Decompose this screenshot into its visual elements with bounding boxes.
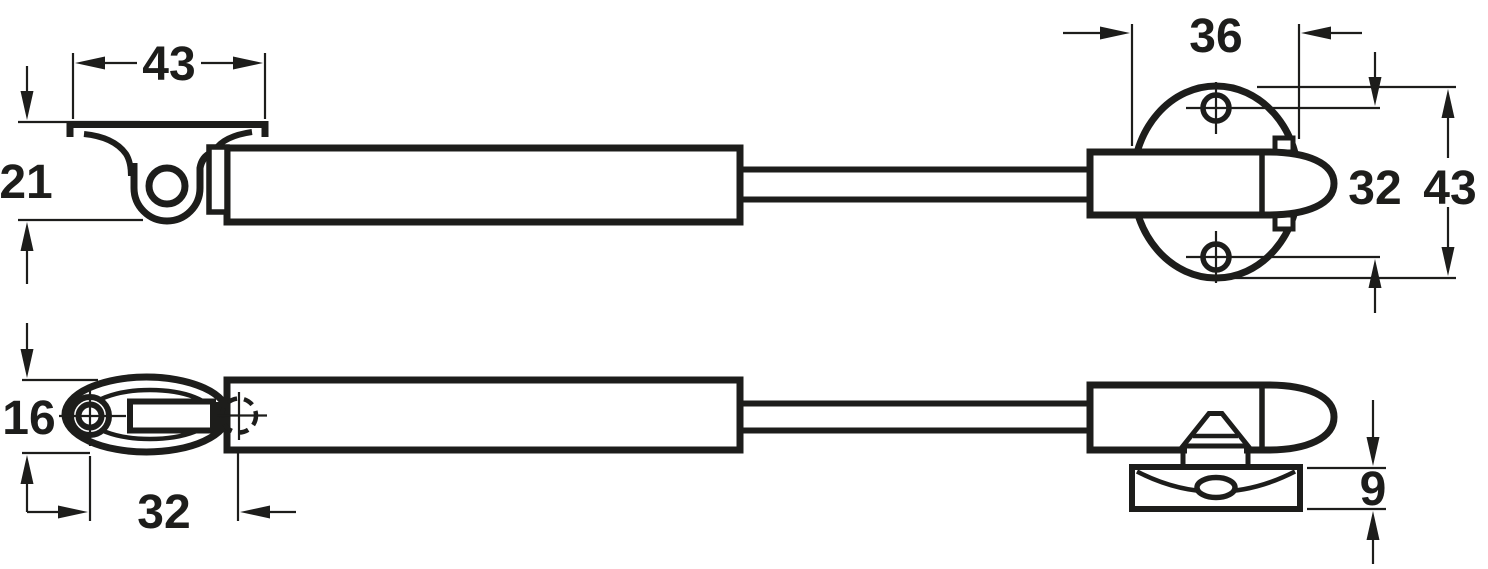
dim-hole-spacing: 32 bbox=[1186, 52, 1402, 313]
extension-lines bbox=[1232, 85, 1456, 280]
dim-label-hole-spacing: 32 bbox=[1348, 162, 1401, 215]
arrowhead-down bbox=[20, 349, 34, 378]
top-view: 43 21 36 32 bbox=[0, 10, 1477, 313]
hole-centerlines-horizontal bbox=[1186, 106, 1380, 259]
arrowhead-up bbox=[1366, 511, 1380, 540]
dim-eyelet-diameter: 16 bbox=[2, 323, 98, 512]
dim-label-bracket-depth: 21 bbox=[0, 156, 53, 209]
dim-label-base-plate-height: 9 bbox=[1360, 463, 1387, 516]
bracket-funnel-left bbox=[83, 131, 134, 177]
dim-label-plate-width: 36 bbox=[1189, 10, 1242, 63]
cylinder-body-bottom bbox=[223, 376, 744, 454]
end-fitting-top bbox=[1086, 148, 1338, 219]
arrowhead-left bbox=[1301, 26, 1331, 40]
clip-fitting-assembly bbox=[1086, 381, 1338, 512]
arrowhead-down bbox=[1368, 77, 1382, 106]
bottom-view: 16 32 9 bbox=[2, 323, 1386, 564]
arrowhead-up bbox=[20, 222, 34, 251]
dim-label-bracket-width: 43 bbox=[142, 38, 195, 91]
dim-label-plate-height: 43 bbox=[1423, 162, 1476, 215]
extension-lines bbox=[1307, 466, 1386, 511]
extension-lines bbox=[88, 452, 240, 521]
mounting-plate-assembly bbox=[1086, 82, 1338, 282]
arrowhead-down bbox=[1366, 437, 1380, 466]
clip-stem bbox=[1180, 446, 1251, 469]
mounting-bracket bbox=[66, 121, 269, 225]
dim-bracket-width: 43 bbox=[71, 38, 267, 119]
bracket-connector bbox=[206, 144, 230, 215]
arrowhead-right bbox=[233, 56, 263, 70]
hidden-pivot-centerlines bbox=[217, 392, 267, 440]
arrowhead-down bbox=[20, 91, 34, 120]
bracket-plate bbox=[66, 121, 269, 137]
extension-lines bbox=[71, 53, 267, 119]
dim-base-plate-height: 9 bbox=[1307, 400, 1386, 564]
arrowhead-up bbox=[1441, 89, 1455, 118]
arrowhead-right bbox=[58, 505, 88, 519]
arrowhead-right bbox=[1100, 26, 1130, 40]
dim-pivot-offset: 32 bbox=[27, 452, 296, 539]
eye-centerlines bbox=[59, 387, 126, 446]
piston-rod-top bbox=[740, 166, 1090, 203]
base-plate-oval-hole bbox=[1194, 474, 1238, 501]
dim-label-eyelet-diameter: 16 bbox=[2, 392, 55, 445]
extension-lines bbox=[1130, 24, 1301, 146]
eyelet-fitting bbox=[59, 373, 232, 456]
arrowhead-left bbox=[75, 56, 105, 70]
dim-plate-height: 43 bbox=[1232, 85, 1477, 280]
extension-lines bbox=[22, 378, 98, 455]
arrowhead-up bbox=[20, 455, 34, 484]
piston-rod-bottom bbox=[740, 400, 1090, 434]
dim-bracket-depth: 21 bbox=[0, 66, 143, 284]
cylinder-body-top bbox=[223, 144, 744, 226]
arrowhead-left bbox=[240, 505, 270, 519]
arrowhead-down bbox=[1441, 247, 1455, 276]
dim-plate-width: 36 bbox=[1063, 10, 1362, 146]
bracket-pivot-hole bbox=[145, 164, 189, 208]
extension-lines bbox=[18, 120, 143, 222]
dim-label-pivot-offset: 32 bbox=[137, 486, 190, 539]
eyelet-slot bbox=[127, 398, 216, 434]
arrowhead-up bbox=[1368, 259, 1382, 288]
